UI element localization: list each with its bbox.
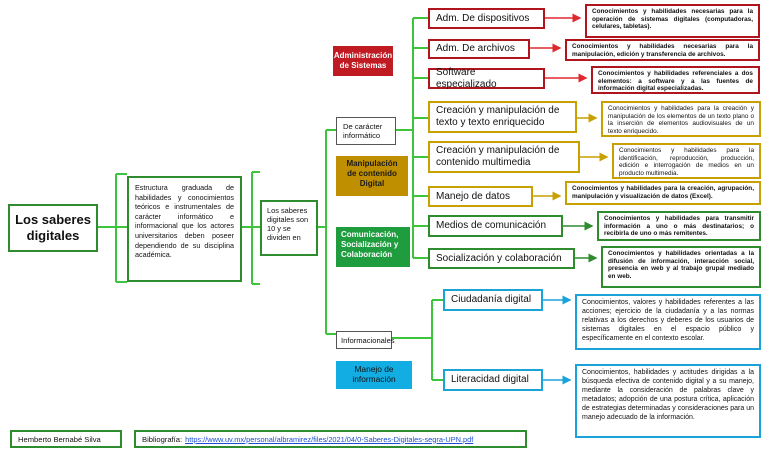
desc-contenido-multimedia: Conocimientos y habilidades para la iden… xyxy=(612,143,761,179)
root-title: Los saberes digitales xyxy=(15,212,91,243)
summary-box: Los saberes digitales son 10 y se divide… xyxy=(260,200,318,256)
desc-adm-dispositivos: Conocimientos y habilidades necesarias p… xyxy=(585,4,760,38)
saber-contenido-multimedia: Creación y manipulación de contenido mul… xyxy=(428,141,580,173)
category-informatico: De carácter informático xyxy=(336,117,396,145)
subgroup-manejo-label: Manejo de información xyxy=(336,361,412,389)
saber-adm-archivos: Adm. De archivos xyxy=(428,39,530,59)
definition-box: Estructura graduada de habilidades y con… xyxy=(127,176,242,282)
desc-adm-archivos: Conocimientos y habilidades necesarias p… xyxy=(565,39,760,61)
saber-manejo-datos: Manejo de datos xyxy=(428,186,533,207)
saber-socializacion-colaboracion: Socialización y colaboración xyxy=(428,248,575,269)
category-informacionales: Informacionales xyxy=(336,331,395,349)
desc-socializacion-colaboracion: Conocimientos y habilidades orientadas a… xyxy=(601,246,761,288)
saber-adm-dispositivos: Adm. De dispositivos xyxy=(428,8,545,29)
bibliography-box: Bibliografía: https://www.uv.mx/personal… xyxy=(134,430,527,448)
author-box: Hemberto Bernabé Silva xyxy=(10,430,122,448)
subgroup-admin-label: Administración de Sistemas xyxy=(333,46,393,76)
saber-software-especializado: Software especializado xyxy=(428,67,545,90)
saber-medios-comunicacion: Medios de comunicación xyxy=(428,215,563,237)
bibliography-label: Bibliografía: xyxy=(142,434,183,444)
saber-ciudadania-digital: Ciudadanía digital xyxy=(443,289,543,311)
desc-manejo-datos: Conocimientos y habilidades para la crea… xyxy=(565,181,761,205)
subgroup-comunicacion-label: Comunicación, Socialización y Colaboraci… xyxy=(336,227,410,267)
desc-medios-comunicacion: Conocimientos y habilidades para transmi… xyxy=(597,211,761,241)
author-name: Hemberto Bernabé Silva xyxy=(18,434,101,444)
desc-literacidad-digital: Conocimientos, habilidades y actitudes d… xyxy=(575,364,761,438)
saber-texto-enriquecido: Creación y manipulación de texto y texto… xyxy=(428,101,577,133)
summary-text: Los saberes digitales son 10 y se divide… xyxy=(267,206,309,242)
bibliography-link[interactable]: https://www.uv.mx/personal/albramirez/fi… xyxy=(185,434,474,444)
saber-literacidad-digital: Literacidad digital xyxy=(443,369,543,391)
desc-texto-enriquecido: Conocimientos y habilidades para la crea… xyxy=(601,101,761,137)
desc-software-especializado: Conocimientos y habilidades referenciale… xyxy=(591,66,760,94)
desc-ciudadania-digital: Conocimientos, valores y habilidades ref… xyxy=(575,294,761,350)
definition-text: Estructura graduada de habilidades y con… xyxy=(135,183,234,260)
root-title-box: Los saberes digitales xyxy=(8,204,98,252)
subgroup-manipulacion-label: Manipulación de contenido Digital xyxy=(336,156,408,196)
